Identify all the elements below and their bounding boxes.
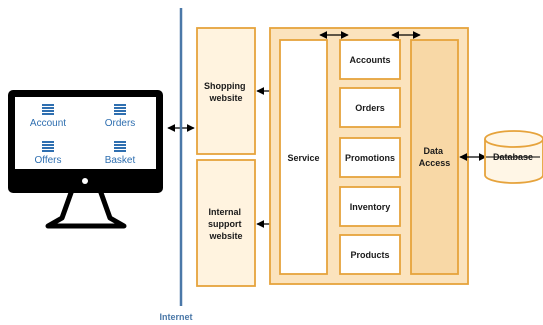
shopping-website-line: website	[208, 93, 242, 103]
internet-label: Internet	[159, 312, 192, 322]
module-promotions: Promotions	[339, 137, 401, 178]
module-orders: Orders	[339, 87, 401, 128]
monitor-stand	[45, 187, 127, 229]
monitor-screen	[15, 97, 156, 169]
support-website-line: support	[208, 219, 242, 229]
module-label: Accounts	[349, 55, 390, 65]
data-access-line: Data	[423, 146, 444, 156]
module-products: Products	[339, 234, 401, 275]
client-monitor: Account Orders Offers	[8, 90, 163, 229]
data-access-line: Access	[419, 158, 451, 168]
tile-label: Account	[30, 118, 66, 129]
module-label: Orders	[355, 103, 385, 113]
shopping-website-line: Shopping	[204, 81, 246, 91]
support-website-line: Internal	[208, 207, 241, 217]
list-icon	[42, 104, 54, 115]
support-website-box: Internal support website	[196, 159, 256, 287]
support-website-label: Internal support website	[208, 207, 244, 241]
data-access-box: Data Access	[410, 39, 459, 275]
shopping-website-label: Shopping website	[204, 81, 248, 103]
module-accounts: Accounts	[339, 39, 401, 80]
service-box: Service	[279, 39, 328, 275]
module-label: Products	[350, 250, 389, 260]
tile-label: Offers	[34, 155, 61, 166]
tile-label: Basket	[105, 155, 136, 166]
database-icon: Database	[484, 130, 543, 184]
tile-label: Orders	[105, 118, 136, 129]
list-icon	[42, 141, 54, 152]
tile-basket: Basket	[105, 141, 136, 166]
list-icon	[114, 104, 126, 115]
module-label: Promotions	[345, 153, 395, 163]
monitor-power-dot	[82, 178, 88, 184]
tile-account: Account	[30, 104, 66, 129]
service-label: Service	[287, 153, 319, 163]
tile-orders: Orders	[105, 104, 136, 129]
tile-offers: Offers	[34, 141, 62, 166]
shopping-website-box: Shopping website	[196, 27, 256, 155]
list-icon	[114, 141, 126, 152]
database-label: Database	[493, 152, 533, 162]
data-access-label: Data Access	[419, 146, 451, 168]
support-website-line: website	[208, 231, 242, 241]
module-inventory: Inventory	[339, 186, 401, 227]
module-label: Inventory	[350, 202, 391, 212]
